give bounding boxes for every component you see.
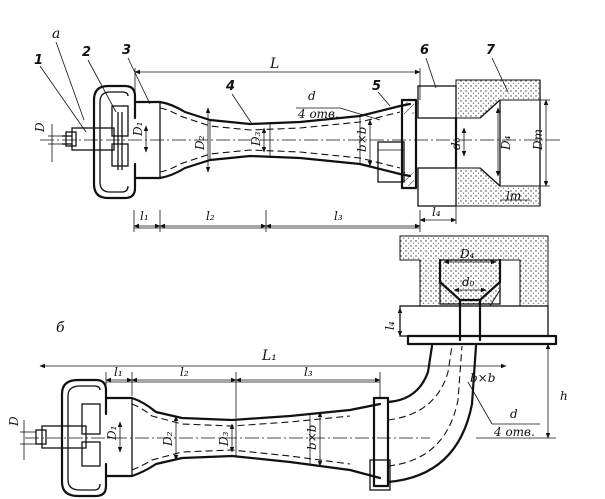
part-1-label: 1 [34,53,43,68]
dim-D4-bottom-label: D₄ [459,247,475,261]
dim-D1-bottom-label: D₁ [105,426,119,441]
view-a-label: a [52,26,60,42]
dim-l3-top-label: l₃ [334,209,343,223]
dim-bxb-top-label: b×b [355,127,369,152]
part-2-label: 2 [82,45,91,60]
dim-l2-bottom-label: l₂ [180,365,189,379]
view-a [39,41,560,232]
dim-l3-bottom-label: l₃ [304,365,313,379]
part-4-label: 4 [225,79,235,94]
outlet-flange-a [400,98,418,190]
hole-count-bottom-label: 4 отв. [493,425,535,439]
dim-D4-top-label: D₄ [499,135,513,151]
ejector-body-b [104,344,478,491]
dim-bxb-bottom-label: b×b [305,425,319,450]
dim-l1-top-label: l₁ [140,209,149,223]
dim-l2-top-label: l₂ [206,209,215,223]
tank-wall-b [399,235,558,346]
dim-lm-label: lm [506,189,521,203]
dim-Dm-label: Dm [531,129,545,151]
dim-D2-top-label: D₂ [193,135,207,151]
housing-a [92,84,137,200]
part-6-label: 6 [420,43,429,58]
hole-count-top-label: 4 отв. [297,107,339,121]
dim-d0-top-label: d₀ [449,137,463,150]
hole-d-top-label: d [308,89,316,103]
dim-D3-bottom-label: D₃ [217,431,231,447]
view-b [20,235,558,498]
tank-wall-a [417,79,541,207]
dim-L-label: L [269,56,279,72]
part-3-label: 3 [122,43,131,58]
dim-D-top-label: D [33,122,47,133]
dim-d0-bottom-label: d₀ [462,275,475,289]
labels: a б 1 2 3 4 5 6 7 L l₁ l₂ l₃ l₄ lm D D₁ … [7,26,568,450]
ejector-body-a [133,100,412,183]
dim-D-bottom-label: D [7,416,21,427]
hole-d-bottom-label: d [510,407,518,421]
dim-L1-bottom-label: L₁ [261,348,277,364]
housing-b [35,378,108,498]
dim-l4-top-label: l₄ [432,205,441,219]
dim-h-label: h [560,389,568,403]
dim-l4-bottom-label: l₄ [383,321,397,330]
dim-D1-top-label: D₁ [131,122,145,137]
view-b-label: б [56,320,65,336]
part-7-label: 7 [486,43,496,58]
dim-bxb-bend-label: b×b [470,371,495,385]
dimensions-b [20,259,556,467]
part-5-label: 5 [372,79,381,94]
dimensions-a [39,41,550,232]
dim-D2-bottom-label: D₂ [161,431,175,447]
dim-l1-bottom-label: l₁ [114,365,123,379]
dim-D3-top-label: D₃ [249,131,263,147]
inlet-nozzle-a [62,127,115,151]
